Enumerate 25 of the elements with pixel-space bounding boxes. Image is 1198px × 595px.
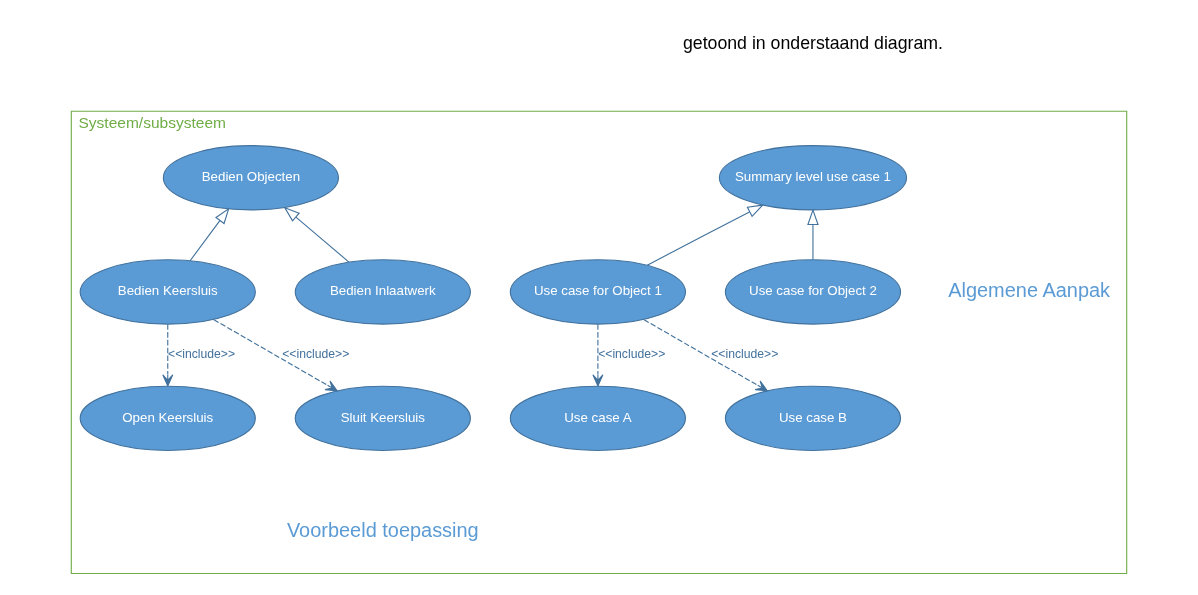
arrow [807,208,819,260]
edge-label: <<include>> [598,347,666,362]
arrow [646,204,765,266]
arrow [189,207,230,262]
arrow [643,319,768,392]
node-ellipse: Sluit Keersluis [294,385,471,452]
arrow [162,323,174,387]
node-ellipse: Use case A [509,385,687,452]
edge-label: <<include>> [168,347,236,362]
arrow [592,323,604,387]
arrow [283,206,350,263]
node-ellipse: Use case B [724,385,902,452]
node-ellipse: Summary level use case 1 [718,145,908,211]
node-ellipse: Open Keersluis [79,385,256,452]
node-ellipse: Bedien Objecten [162,145,340,211]
node-ellipse: Bedien Keersluis [79,259,256,325]
label: Algemene Aanpak [948,278,1111,301]
node-ellipse: Bedien Inlaatwerk [294,259,471,325]
node-ellipse: Use case for Object 1 [509,259,687,325]
label: Voorbeeld toepassing [286,519,479,542]
edge-label: <<include>> [282,347,350,362]
label: getoond in onderstaand diagram. [682,32,943,53]
arrow [213,319,338,392]
node-ellipse: Use case for Object 2 [724,259,902,325]
edge-label: <<include>> [711,347,779,362]
